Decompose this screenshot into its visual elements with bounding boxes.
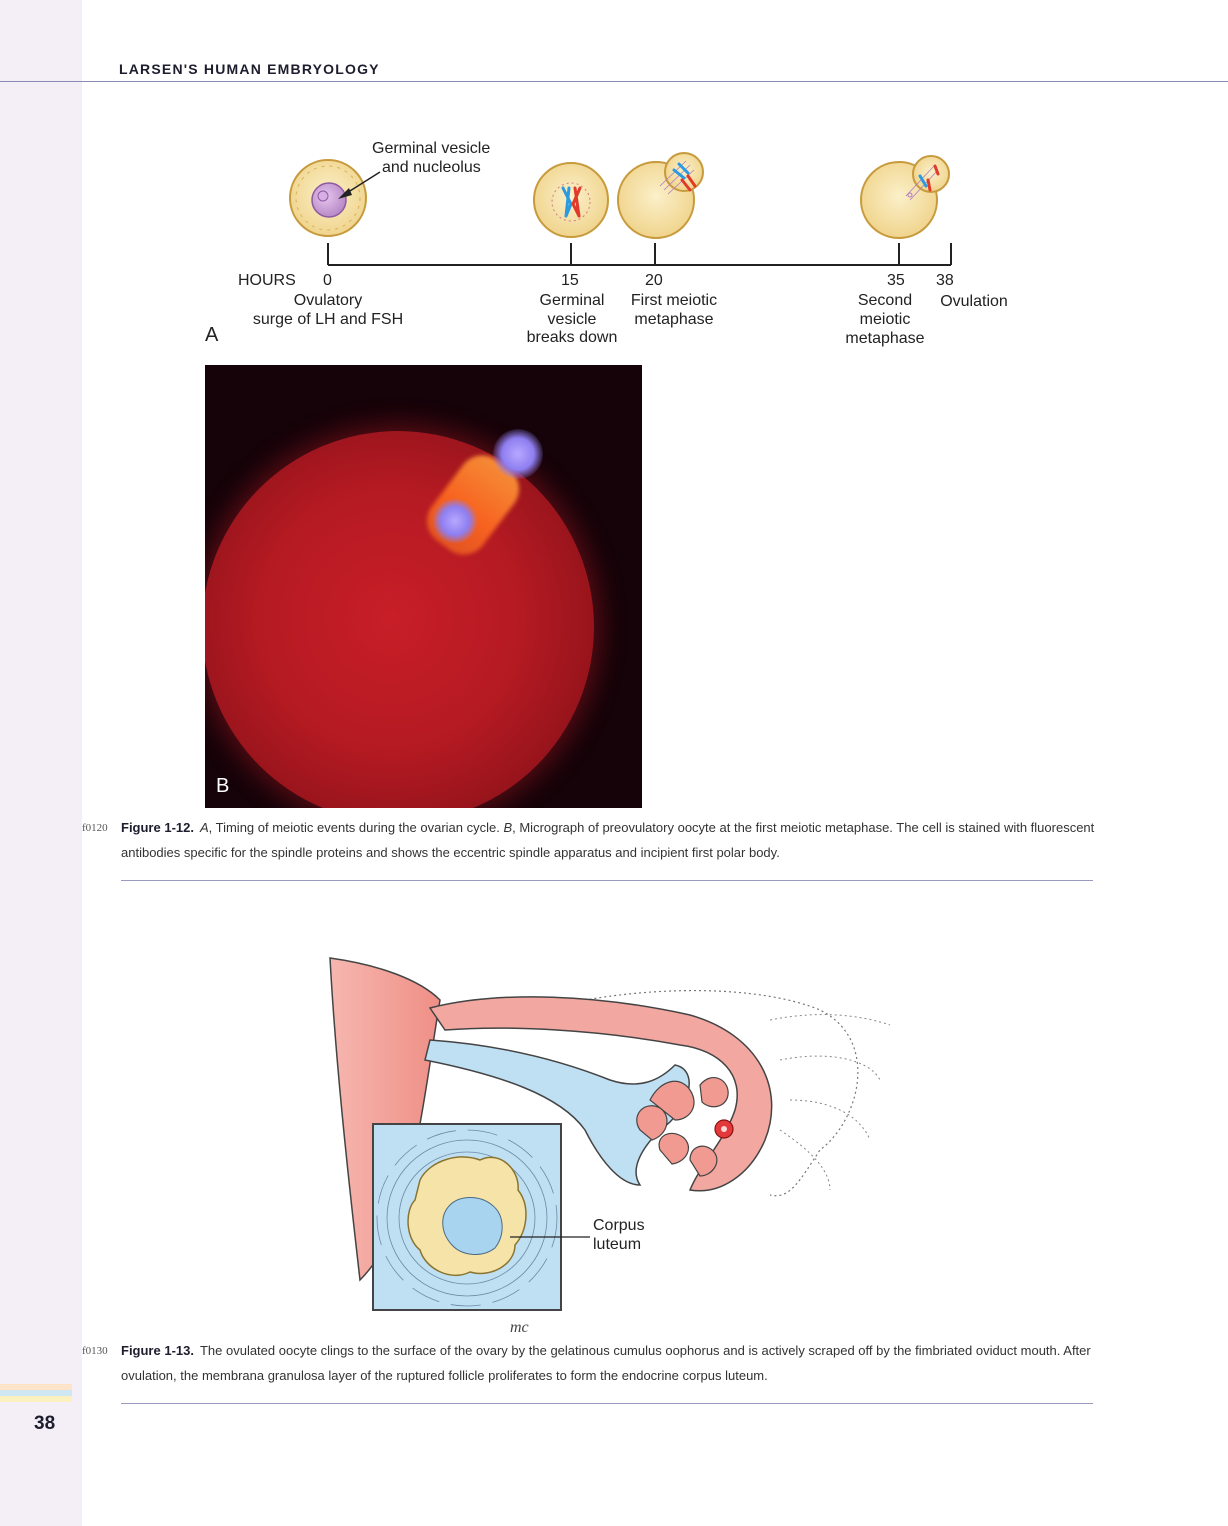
event-15-label-line-2: vesicle xyxy=(548,311,597,328)
oocyte-second-meiotic-metaphase xyxy=(860,155,950,239)
caption-text-part-1: , Timing of meiotic events during the ov… xyxy=(208,820,504,835)
event-20-label-line-2: metaphase xyxy=(634,311,713,328)
hour-value-0: 0 xyxy=(323,272,332,289)
event-38-label-line-1: Ovulation xyxy=(940,293,1008,310)
ovulated-oocyte xyxy=(714,1119,734,1139)
header-rule xyxy=(0,81,1228,82)
event-35-label-line-2: meiotic xyxy=(860,311,911,328)
figure-1-12-caption-label: Figure 1-12. xyxy=(121,820,194,835)
figure-1-12-panel-a: Germinal vesicle and nucleolus HOURS 0 1… xyxy=(205,140,1008,347)
event-0-label-line-2: surge of LH and FSH xyxy=(253,311,403,328)
oocyte-germinal-vesicle xyxy=(289,159,367,237)
panel-a-letter: A xyxy=(205,324,219,346)
event-15-label-line-3: breaks down xyxy=(527,329,618,346)
callout-label-line-1: Germinal vesicle xyxy=(372,140,490,157)
hour-value-38: 38 xyxy=(936,272,954,289)
corpus-luteum-label-line-2: luteum xyxy=(593,1236,641,1253)
hour-value-35: 35 xyxy=(887,272,905,289)
figure-1-13-id: f0130 xyxy=(82,1345,108,1357)
oocyte-first-meiotic-metaphase xyxy=(617,152,704,239)
spindle-pole-lower xyxy=(433,499,477,543)
oviduct-tube xyxy=(428,996,773,1192)
figure-1-12-caption: Figure 1-12. A, Timing of meiotic events … xyxy=(121,815,1096,865)
page-side-strip xyxy=(0,0,82,1526)
page-number: 38 xyxy=(34,1413,56,1434)
caption-panel-b-ref: B xyxy=(503,820,513,835)
figure-1-13-caption: Figure 1-13.The ovulated oocyte clings t… xyxy=(121,1338,1096,1388)
figure-1-12-panel-b-micrograph: B xyxy=(205,365,642,808)
figure-1-12-rule xyxy=(121,880,1093,881)
hour-value-15: 15 xyxy=(561,272,579,289)
hours-axis-label: HOURS xyxy=(238,272,296,289)
corpus-luteum-label-line-1: Corpus xyxy=(593,1217,645,1234)
event-0-label-line-1: Ovulatory xyxy=(294,292,362,309)
oocyte-gv-breakdown xyxy=(533,162,609,238)
event-15-label-line-1: Germinal xyxy=(540,292,605,309)
callout-arrow xyxy=(338,171,381,199)
event-35-label-line-1: Second xyxy=(858,292,912,309)
side-stripe-blue xyxy=(0,1390,72,1396)
panel-b-letter: B xyxy=(216,775,230,797)
ovary-stroma-lines xyxy=(376,1129,558,1307)
event-35-label-line-3: metaphase xyxy=(845,330,924,347)
side-stripe-yellow xyxy=(0,1396,72,1402)
fimbriae xyxy=(636,1077,729,1177)
event-20-label-line-1: First meiotic xyxy=(631,292,717,309)
figure-1-13-caption-label: Figure 1-13. xyxy=(121,1343,194,1358)
side-stripe-peach xyxy=(0,1384,72,1390)
artist-signature: mc xyxy=(510,1319,529,1336)
figure-1-13-rule xyxy=(121,1403,1093,1404)
caption-text-part-2: , Micrograph of preovulatory oocyte at t… xyxy=(121,820,1095,860)
oocyte-fluorescent xyxy=(205,431,594,808)
hour-value-20: 20 xyxy=(645,272,663,289)
figure-1-13-caption-text: The ovulated oocyte clings to the surfac… xyxy=(121,1343,1091,1383)
figure-1-12-id: f0120 xyxy=(82,822,108,834)
spindle-pole-upper xyxy=(493,429,543,479)
callout-label-line-2: and nucleolus xyxy=(382,159,481,176)
caption-panel-a-ref: A xyxy=(199,820,209,835)
running-head: LARSEN'S HUMAN EMBRYOLOGY xyxy=(119,61,380,77)
fimbriae-dotted xyxy=(769,1014,891,1191)
corpus-luteum xyxy=(407,1156,527,1277)
